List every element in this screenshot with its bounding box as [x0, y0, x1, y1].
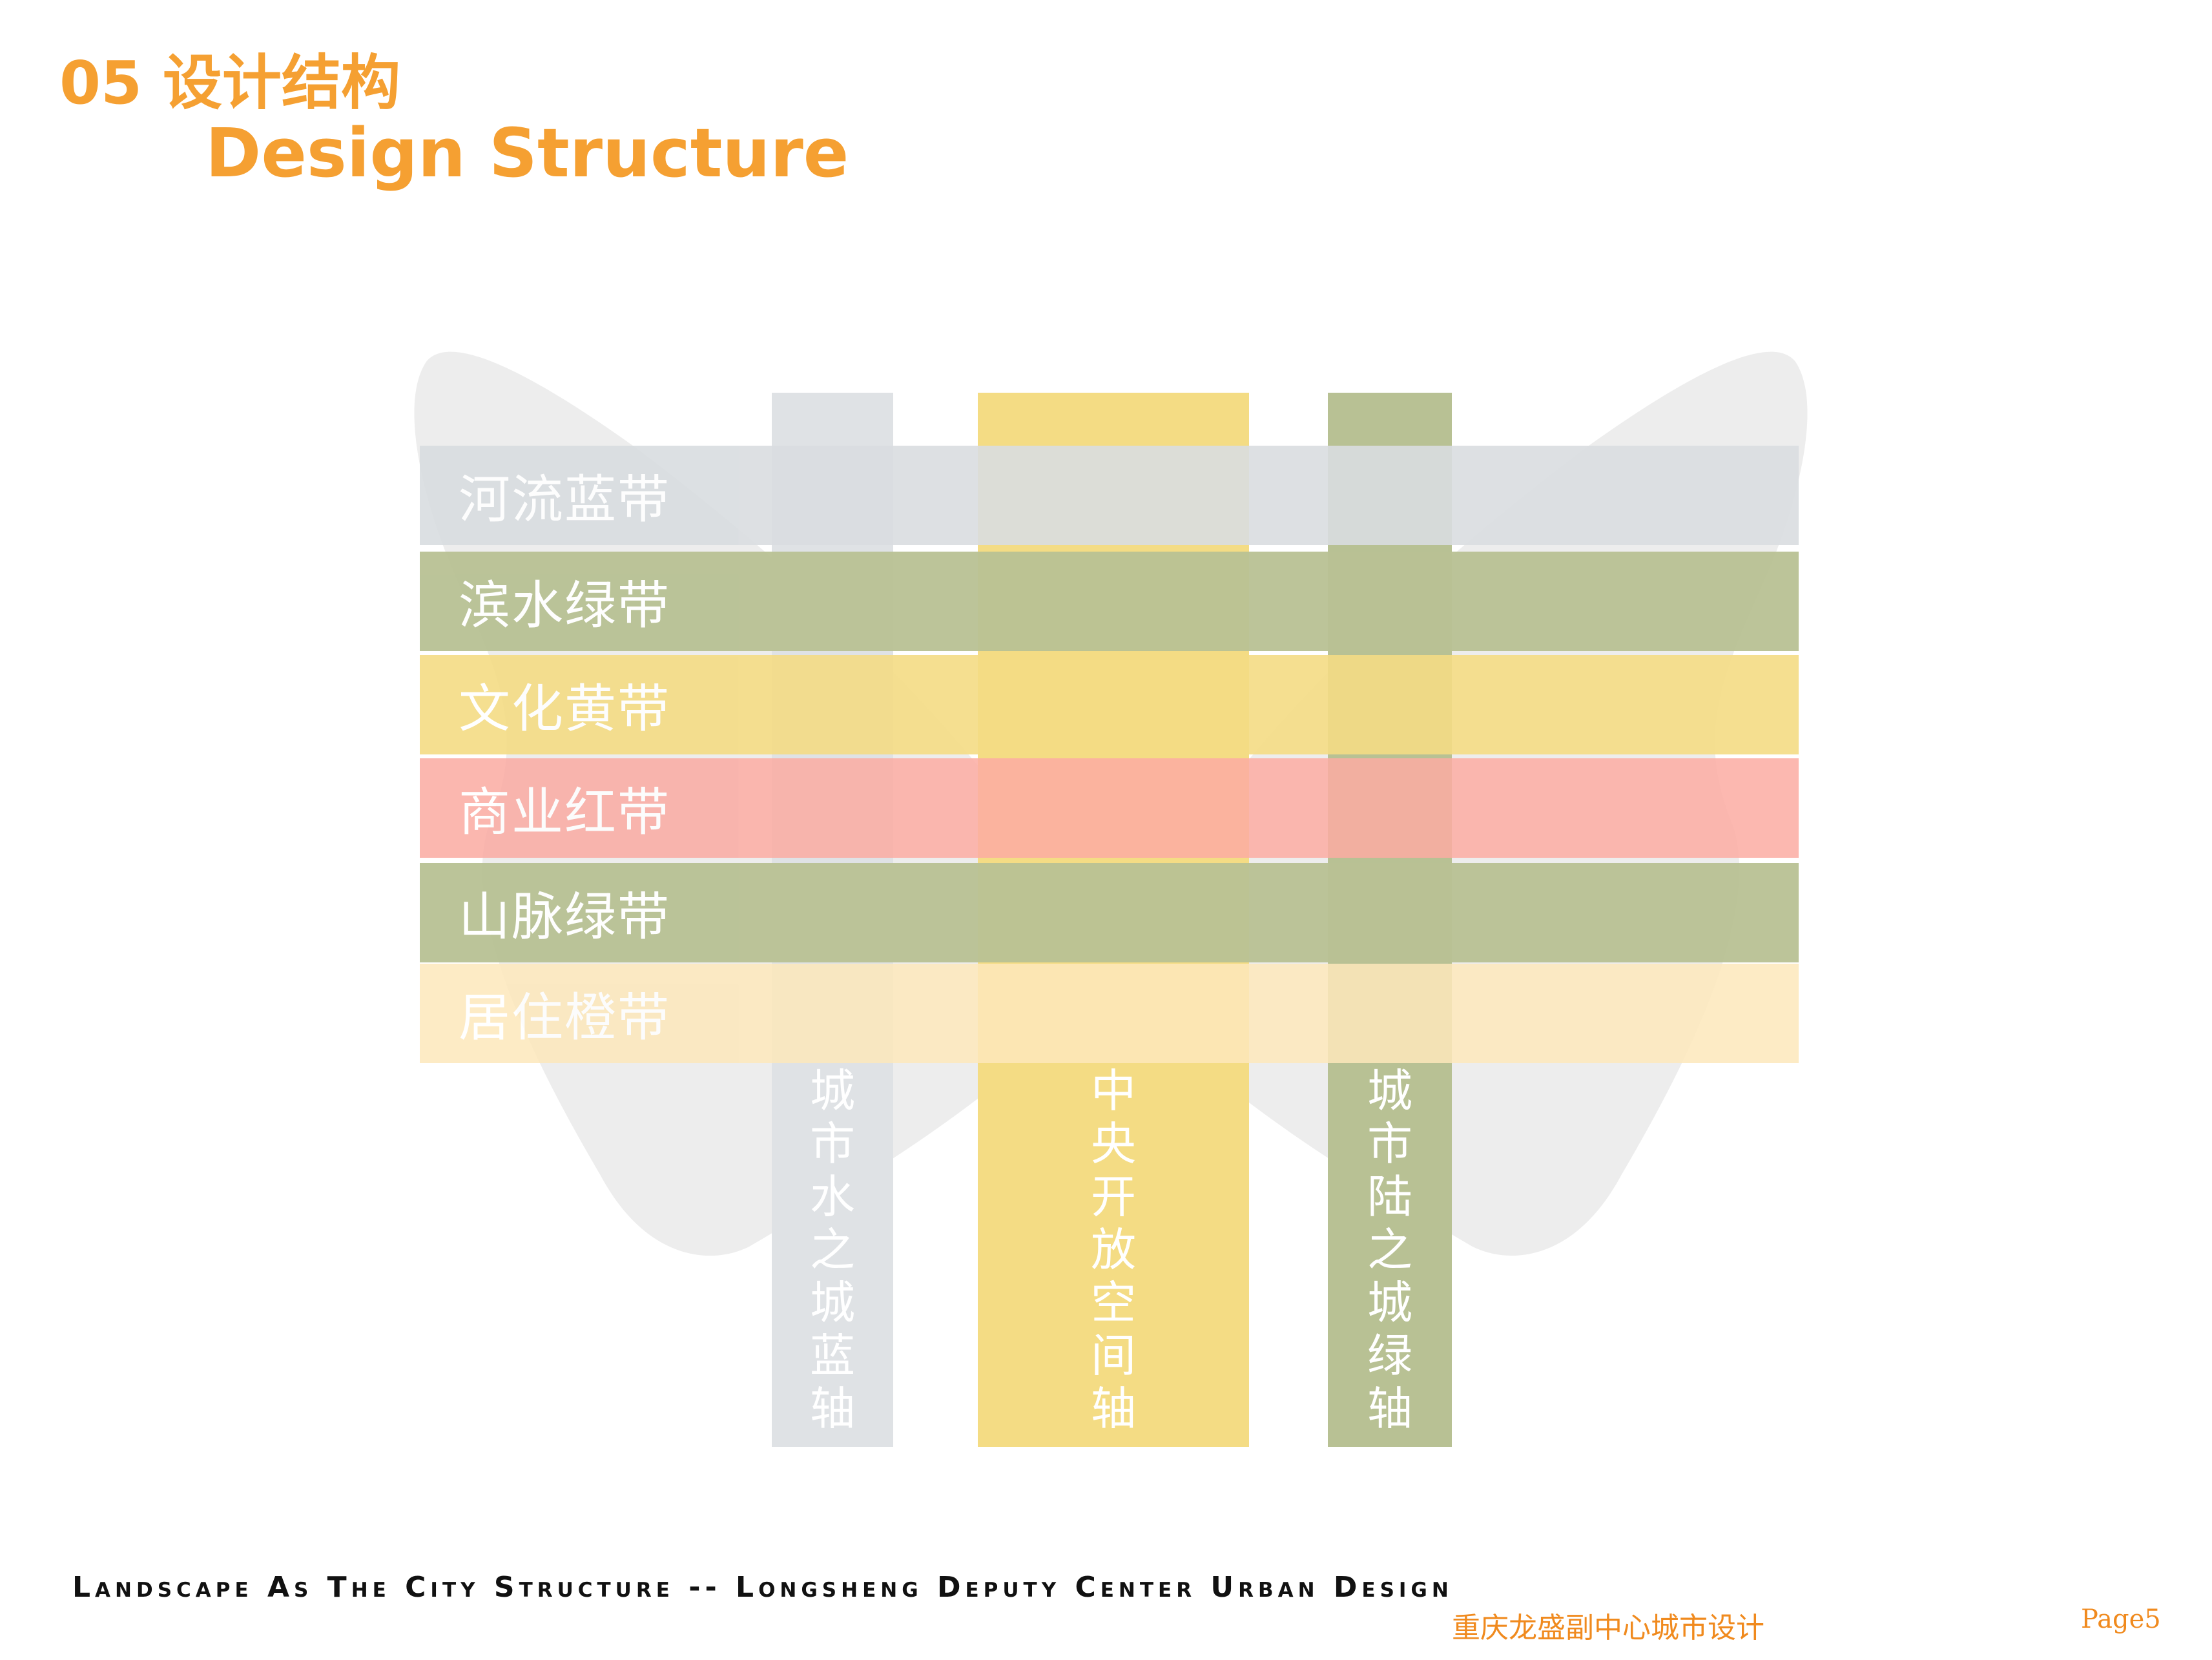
- axis-char: 城: [1367, 1064, 1412, 1117]
- band-label-culture-yellow: 文化黄带: [459, 679, 670, 739]
- band-residential-orange: 居住橙带: [420, 964, 1799, 1063]
- axis-char: 轴: [1091, 1382, 1136, 1435]
- page-title-cn: 05 设计结构: [59, 48, 401, 118]
- axis-label-central-open-space: 中 央 开 放 空 间 轴: [978, 1064, 1249, 1435]
- axis-char: 轴: [1367, 1382, 1412, 1435]
- axis-char: 之: [1367, 1223, 1412, 1276]
- axis-char: 蓝: [810, 1329, 855, 1382]
- axis-char: 市: [1367, 1117, 1412, 1170]
- axis-char: 城: [1367, 1276, 1412, 1329]
- band-label-waterfront-green: 滨水绿带: [459, 576, 670, 636]
- footer-project-title: Landscape As The City Structure -- Longs…: [72, 1571, 1453, 1604]
- page-title-en: Design Structure: [205, 114, 849, 192]
- band-commerce-red: 商业红带: [420, 758, 1799, 858]
- footer-project-title-cn: 重庆龙盛副中心城市设计: [1452, 1612, 1764, 1644]
- axis-char: 城: [810, 1064, 855, 1117]
- axis-char: 之: [810, 1223, 855, 1276]
- axis-char: 放: [1091, 1223, 1136, 1276]
- page-number: Page5: [2081, 1604, 2161, 1634]
- band-waterfront-green: 滨水绿带: [420, 552, 1799, 651]
- band-culture-yellow: 文化黄带: [420, 655, 1799, 754]
- axis-char: 轴: [810, 1382, 855, 1435]
- band-label-river-blue: 河流蓝带: [459, 470, 670, 530]
- axis-label-water-blue: 城 市 水 之 城 蓝 轴: [772, 1064, 893, 1435]
- axis-label-land-green: 城 市 陆 之 城 绿 轴: [1328, 1064, 1452, 1435]
- band-mountain-green: 山脉绿带: [420, 863, 1799, 962]
- band-label-residential-orange: 居住橙带: [459, 988, 670, 1048]
- band-label-mountain-green: 山脉绿带: [459, 887, 670, 947]
- axis-char: 开: [1091, 1170, 1136, 1223]
- axis-char: 市: [810, 1117, 855, 1170]
- axis-char: 陆: [1367, 1170, 1412, 1223]
- axis-char: 中: [1091, 1064, 1136, 1117]
- axis-char: 城: [810, 1276, 855, 1329]
- axis-char: 绿: [1367, 1329, 1412, 1382]
- axis-char: 间: [1091, 1329, 1136, 1382]
- band-river-blue: 河流蓝带: [420, 446, 1799, 545]
- axis-char: 水: [810, 1170, 855, 1223]
- band-label-commerce-red: 商业红带: [459, 782, 670, 842]
- axis-char: 央: [1091, 1117, 1136, 1170]
- axis-char: 空: [1091, 1276, 1136, 1329]
